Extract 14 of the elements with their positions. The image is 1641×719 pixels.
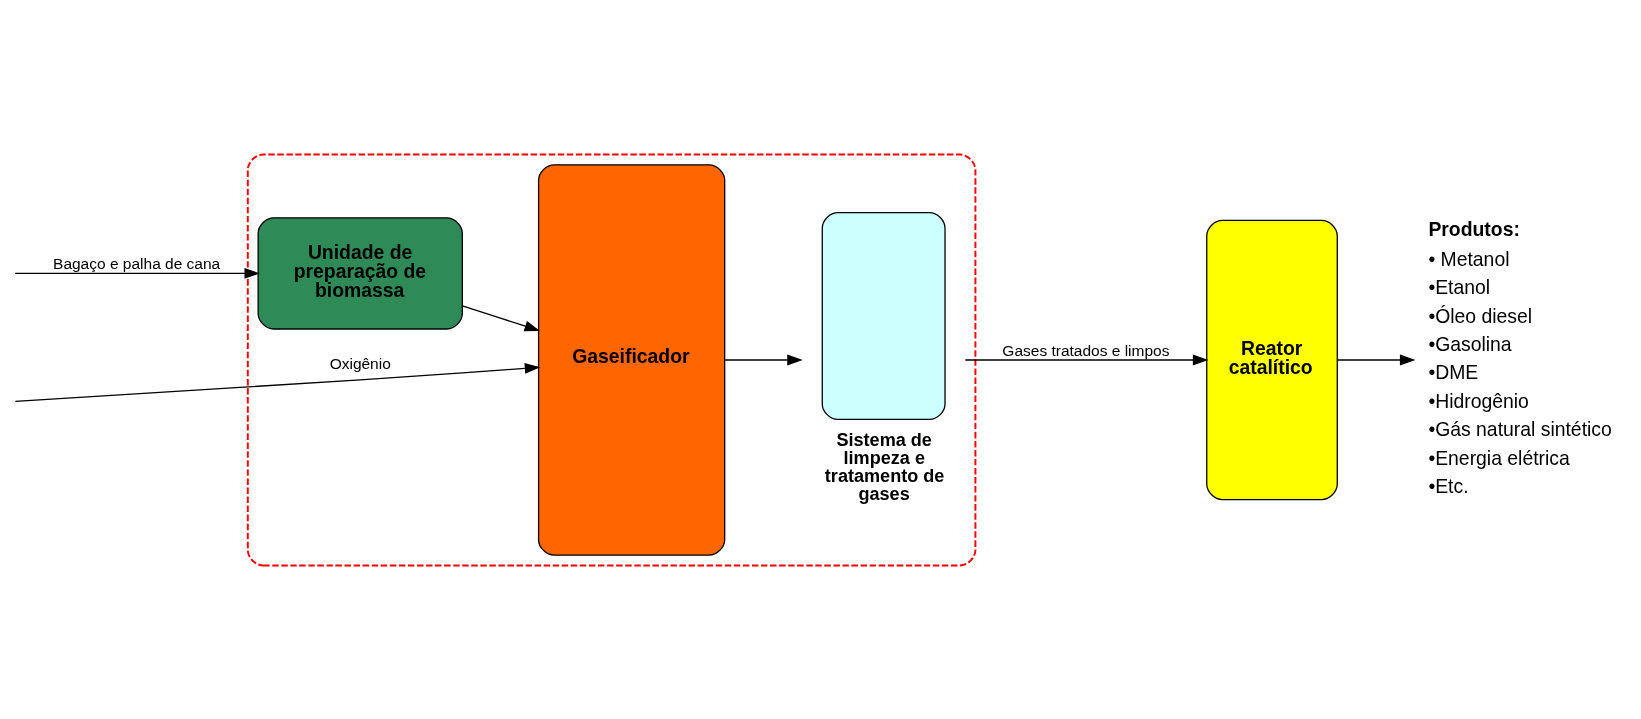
node-label: Sistema de limpeza e tratamento de gases [824,429,945,504]
arrow [724,354,803,365]
arrow [964,354,1209,365]
edge-label: Oxigênio [329,354,391,372]
node-text: Produtos: • Metanol •Etanol •Óleo diesel •Gasolina •DME •Hidrogênio •Gás natural sintético •Energia elétrica •Etc. [1428,217,1612,497]
node-box: Unidade de preparação de biomassa [257,216,463,330]
edge-label: Gases tratados e limpos [1002,341,1170,359]
arrow [1337,354,1416,365]
edge-label: Bagaço e palha de cana [53,254,221,272]
node-box: Gaseificador [537,163,726,556]
node-box: Reator catalítico [1206,219,1338,500]
arrow [14,267,260,279]
arrow [14,362,541,402]
arrow [461,304,541,331]
